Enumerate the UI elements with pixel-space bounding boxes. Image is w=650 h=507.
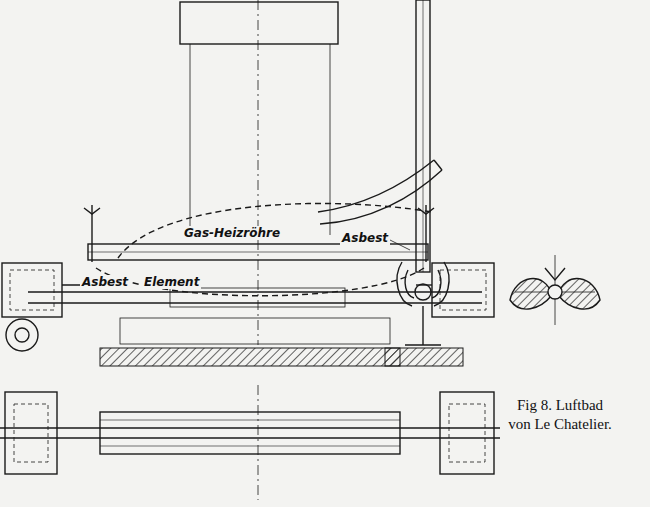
part-label: Element [142,275,201,289]
figure-caption: Fig 8. Luftbad von Le Chatelier. [508,396,612,434]
part-label: Asbest [80,275,130,289]
part-label: Gas-Heizröhre [182,226,282,240]
part-label: Asbest [340,231,390,245]
